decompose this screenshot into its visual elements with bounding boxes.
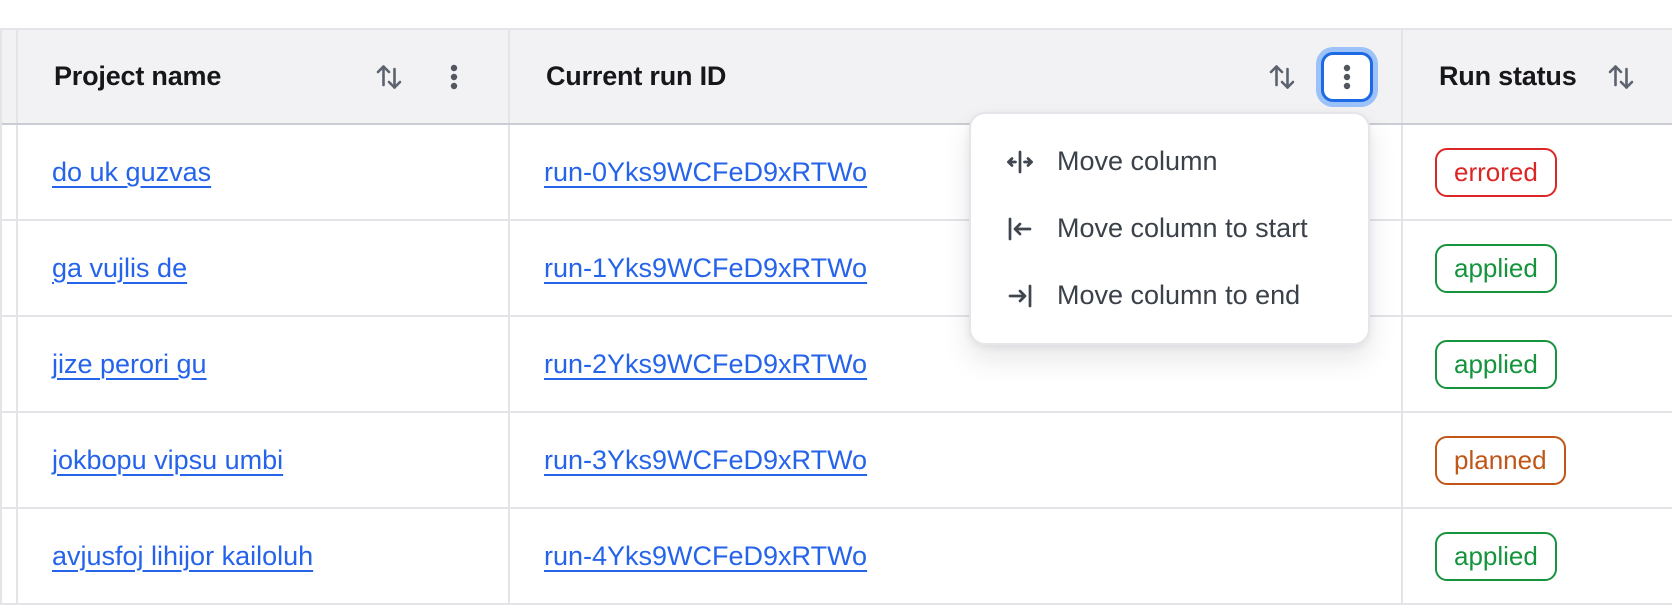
move-column-to-start-icon [1008, 217, 1032, 240]
kebab-menu-icon [1343, 64, 1351, 89]
table-body: do uk guzvas run-0Yks9WCFeD9xRTWo errore… [2, 125, 1672, 605]
move-column-to-end-icon [1008, 284, 1032, 307]
project-link[interactable]: ga vujlis de [52, 252, 188, 283]
project-link[interactable]: do uk guzvas [52, 156, 212, 187]
project-link[interactable]: avjusfoj lihijor kailoluh [52, 540, 314, 571]
column-menu-button-project-name[interactable] [428, 52, 480, 102]
table-header-row: Project name Current run ID [2, 30, 1672, 125]
sort-arrows-icon [1608, 64, 1634, 89]
row-gutter-cell [2, 221, 18, 315]
run-id-link[interactable]: run-4Yks9WCFeD9xRTWo [544, 540, 868, 571]
header-gutter-cell [2, 30, 18, 123]
status-badge: applied [1435, 243, 1557, 293]
column-label-project-name: Project name [54, 61, 222, 91]
sort-button-project-name[interactable] [372, 57, 406, 97]
sort-button-current-run-id[interactable] [1265, 57, 1299, 97]
menu-item-label: Move column to start [1057, 213, 1308, 243]
sort-arrows-icon [1269, 64, 1295, 89]
header-current-run-id: Current run ID [510, 30, 1403, 123]
sort-button-run-status[interactable] [1604, 57, 1638, 97]
run-id-link[interactable]: run-1Yks9WCFeD9xRTWo [544, 252, 868, 283]
row-gutter-cell [2, 413, 18, 507]
run-id-link[interactable]: run-0Yks9WCFeD9xRTWo [544, 156, 868, 187]
sort-arrows-icon [376, 64, 402, 89]
project-link[interactable]: jize perori gu [52, 348, 207, 379]
menu-item-label: Move column to end [1057, 280, 1301, 310]
table-row: jokbopu vipsu umbi run-3Yks9WCFeD9xRTWo … [2, 413, 1672, 509]
table-row: do uk guzvas run-0Yks9WCFeD9xRTWo errore… [2, 125, 1672, 221]
column-label-current-run-id: Current run ID [546, 61, 727, 91]
status-badge: errored [1435, 147, 1557, 197]
row-gutter-cell [2, 509, 18, 603]
run-id-link[interactable]: run-2Yks9WCFeD9xRTWo [544, 348, 868, 379]
project-link[interactable]: jokbopu vipsu umbi [52, 444, 284, 475]
table-row: avjusfoj lihijor kailoluh run-4Yks9WCFeD… [2, 509, 1672, 605]
menu-item-move-column-to-start[interactable]: Move column to start [971, 195, 1368, 262]
table-row: jize perori gu run-2Yks9WCFeD9xRTWo appl… [2, 317, 1672, 413]
column-options-menu: Move column Move column to start Move co… [969, 112, 1370, 345]
projects-table: Project name Current run ID [0, 28, 1672, 605]
row-gutter-cell [2, 317, 18, 411]
move-column-icon [1007, 150, 1033, 173]
header-project-name: Project name [18, 30, 510, 123]
table-row: ga vujlis de run-1Yks9WCFeD9xRTWo applie… [2, 221, 1672, 317]
status-badge: applied [1435, 339, 1557, 389]
menu-item-label: Move column [1057, 146, 1218, 176]
status-badge: applied [1435, 531, 1557, 581]
status-badge: planned [1435, 435, 1566, 485]
menu-item-move-column[interactable]: Move column [971, 128, 1368, 195]
row-gutter-cell [2, 125, 18, 219]
run-id-link[interactable]: run-3Yks9WCFeD9xRTWo [544, 444, 868, 475]
menu-item-move-column-to-end[interactable]: Move column to end [971, 262, 1368, 329]
column-menu-button-current-run-id[interactable] [1321, 51, 1373, 102]
header-run-status: Run status [1403, 30, 1672, 123]
kebab-menu-icon [450, 64, 458, 89]
column-label-run-status: Run status [1439, 61, 1577, 91]
